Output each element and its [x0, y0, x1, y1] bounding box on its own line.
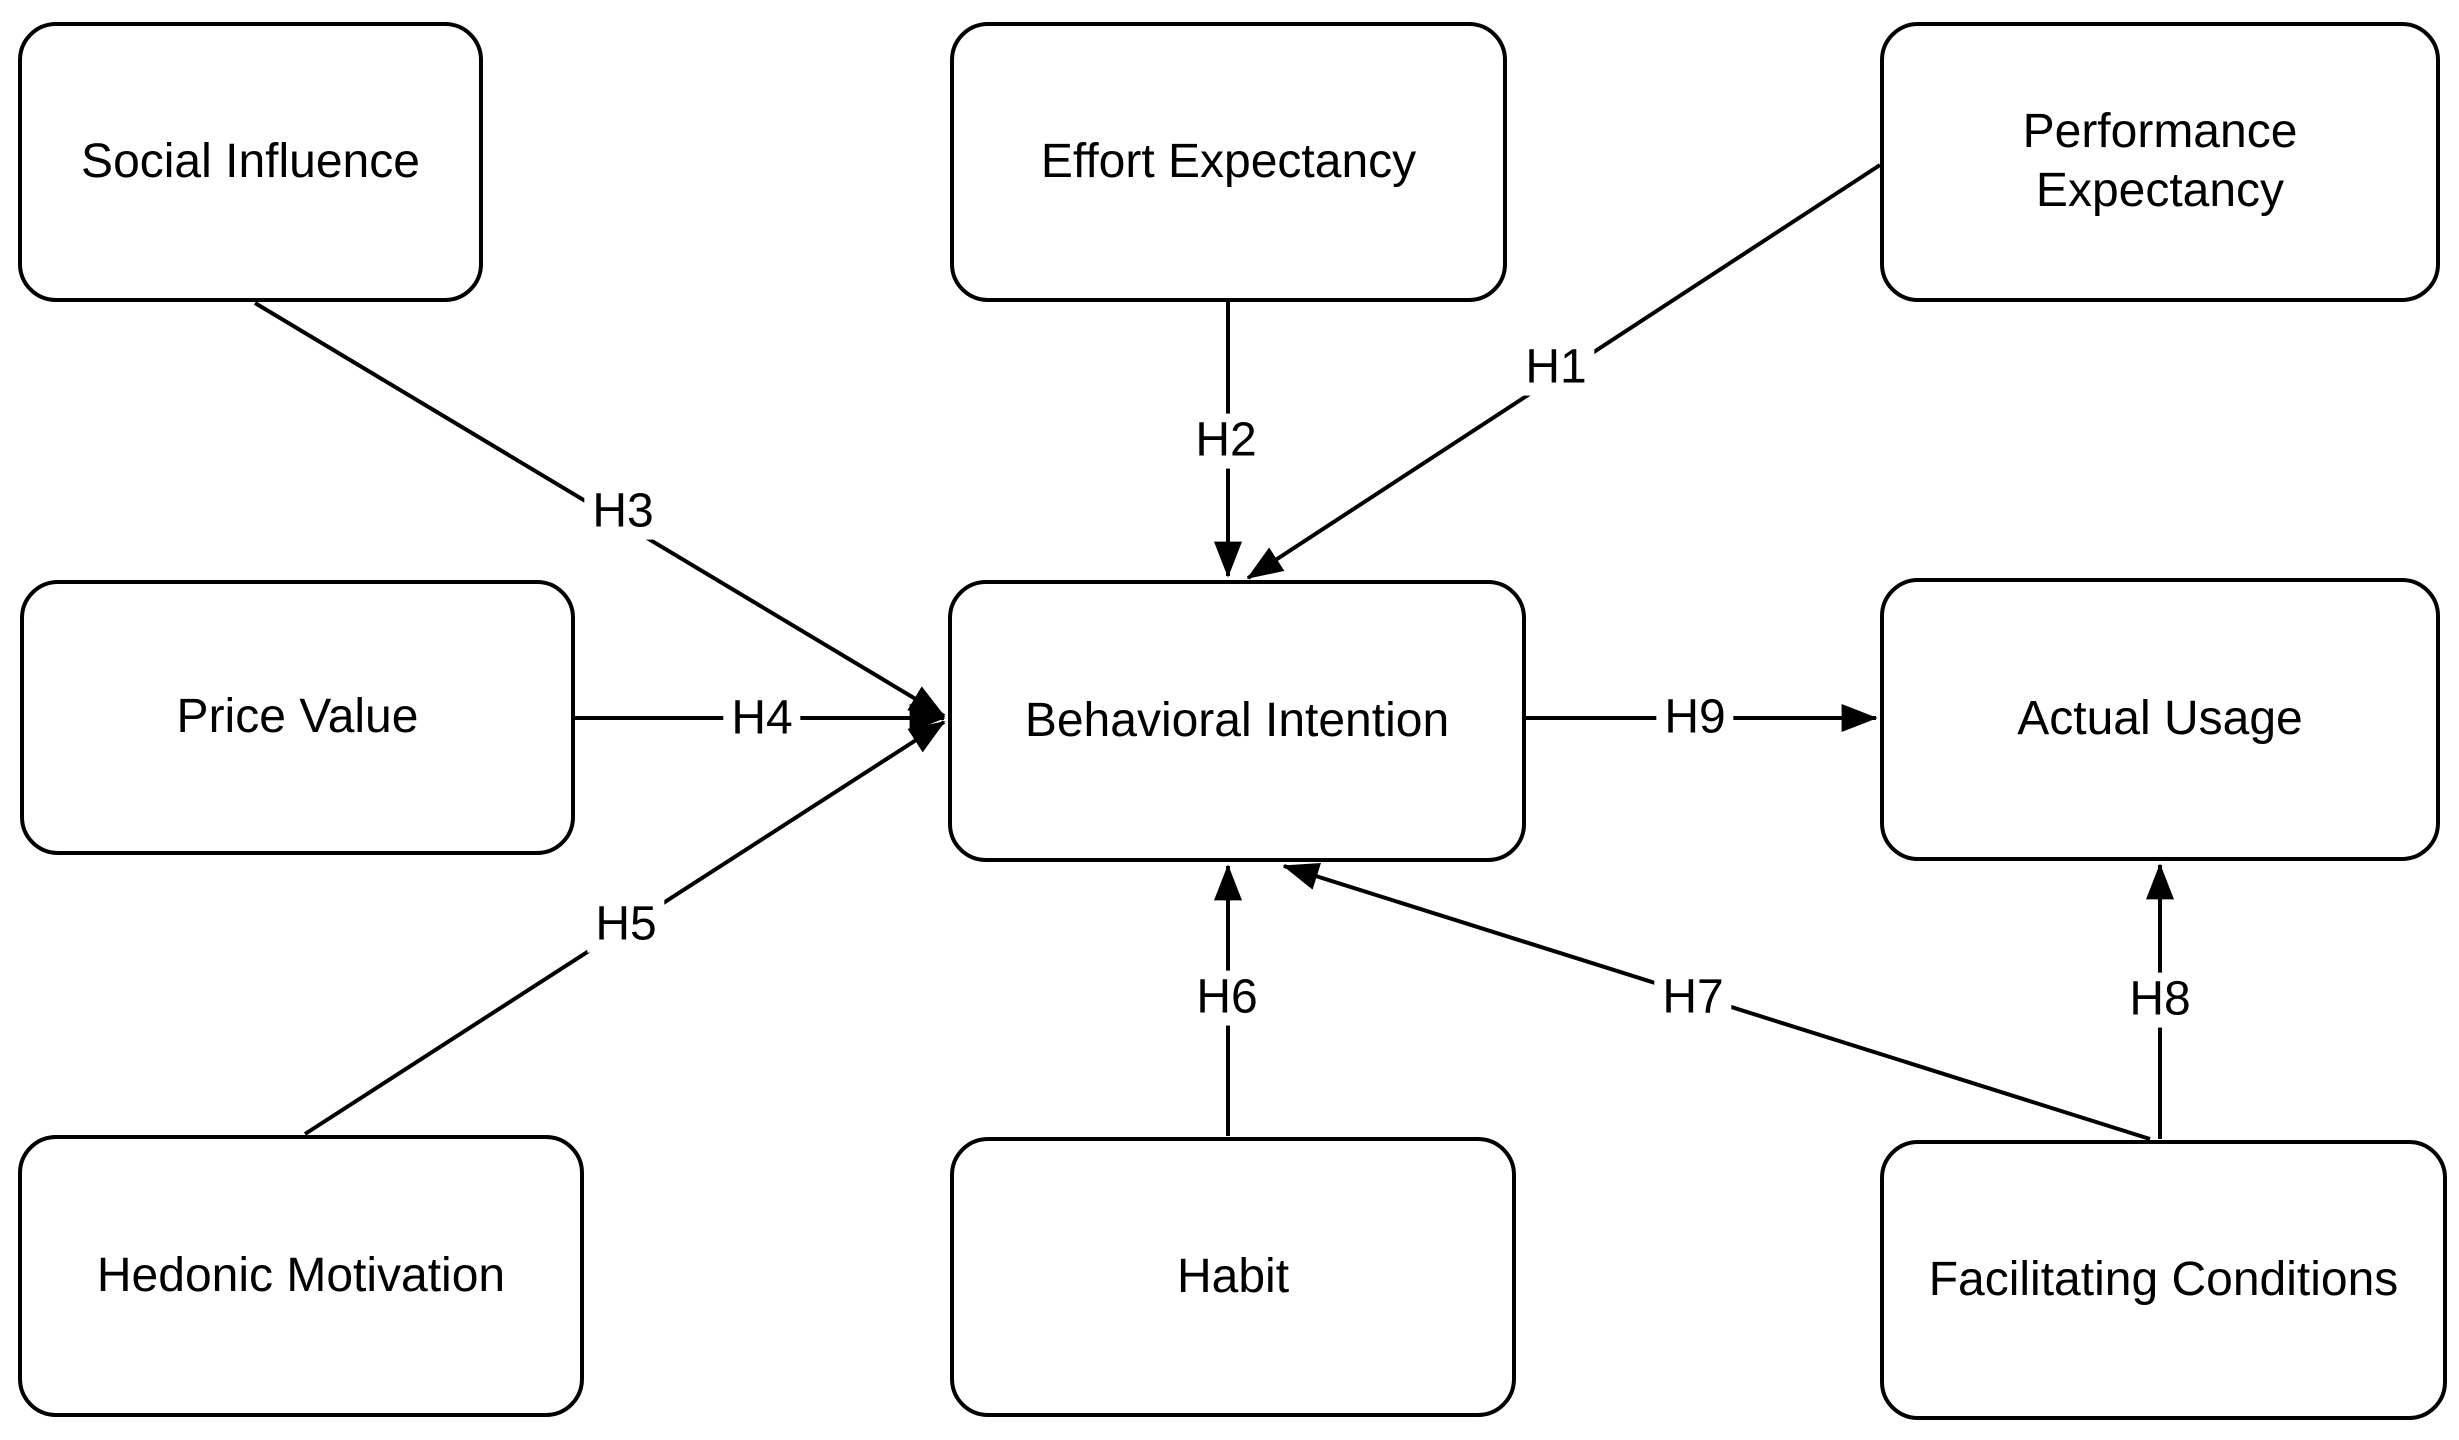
- node-hedonic-motivation: Hedonic Motivation: [18, 1135, 584, 1417]
- edge-label-h5: H5: [587, 897, 665, 953]
- node-facilitating-conditions: Facilitating Conditions: [1880, 1140, 2447, 1420]
- edge-label-h4: H4: [723, 691, 801, 747]
- node-effort-expectancy: Effort Expectancy: [950, 22, 1507, 302]
- node-behavioral-intention: Behavioral Intention: [948, 580, 1526, 862]
- node-price-value: Price Value: [20, 580, 575, 855]
- node-label-price-value: Price Value: [176, 690, 419, 744]
- node-label-performance-expectancy: Performance Expectancy: [2022, 105, 2298, 217]
- node-actual-usage: Actual Usage: [1880, 578, 2440, 861]
- node-habit: Habit: [950, 1137, 1516, 1417]
- node-label-social-influence: Social Influence: [81, 134, 420, 188]
- edge-label-h7: H7: [1654, 970, 1732, 1026]
- edge-label-h8: H8: [2121, 972, 2199, 1028]
- node-label-effort-expectancy: Effort Expectancy: [1040, 134, 1417, 188]
- node-label-habit: Habit: [1176, 1249, 1290, 1303]
- node-label-behavioral-intention: Behavioral Intention: [1024, 693, 1450, 747]
- node-label-hedonic-motivation: Hedonic Motivation: [96, 1248, 506, 1302]
- edge-label-h9: H9: [1656, 690, 1734, 746]
- node-social-influence: Social Influence: [18, 22, 483, 302]
- edge-label-h6: H6: [1188, 970, 1266, 1026]
- edge-label-h3: H3: [584, 484, 662, 540]
- node-label-facilitating-conditions: Facilitating Conditions: [1928, 1252, 2399, 1306]
- edge-label-h2: H2: [1187, 413, 1265, 469]
- edge-label-h1: H1: [1517, 340, 1595, 396]
- node-performance-expectancy: Performance Expectancy: [1880, 22, 2440, 302]
- node-label-actual-usage: Actual Usage: [2017, 692, 2303, 746]
